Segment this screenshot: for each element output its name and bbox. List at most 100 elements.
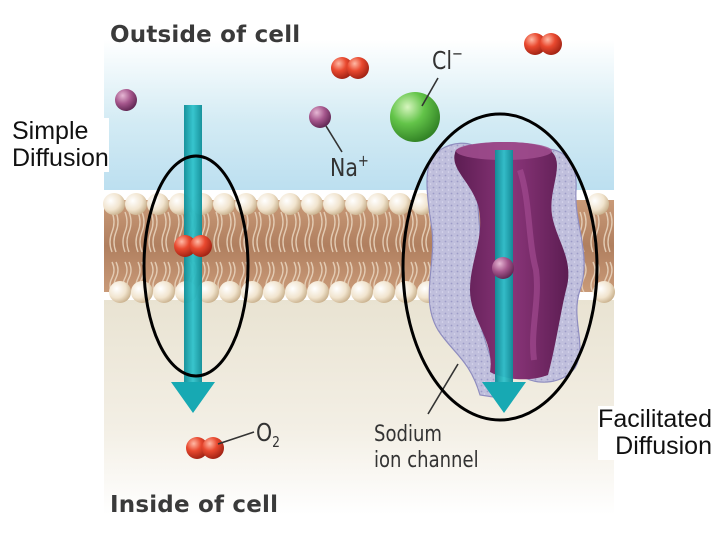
- lipid-tail: [165, 211, 171, 253]
- lipid-tail: [230, 211, 236, 253]
- lipid-tail: [148, 211, 154, 253]
- oxygen-molecule-icon: [524, 33, 546, 55]
- sodium-label: Na+: [330, 151, 369, 184]
- lipid-tail: [265, 211, 271, 253]
- lipid-tail: [304, 211, 310, 253]
- oxygen-symbol: O: [256, 418, 273, 447]
- phospholipid-head-icon: [345, 193, 367, 215]
- phospholipid-head-icon: [279, 193, 301, 215]
- lipid-tail: [135, 211, 141, 253]
- sodium-symbol: Na: [330, 153, 358, 182]
- phospholipid-head-icon: [125, 193, 147, 215]
- lipid-tail: [174, 261, 180, 293]
- lipid-tail: [291, 211, 297, 253]
- phospholipid-head-icon: [351, 281, 373, 303]
- phospholipid-head-icon: [395, 281, 417, 303]
- phospholipid-head-icon: [587, 193, 609, 215]
- simple-label-line1: Simple: [12, 117, 89, 145]
- lipid-tail: [252, 211, 258, 253]
- oxygen-molecule-icon: [347, 57, 369, 79]
- lipid-tail: [321, 211, 327, 253]
- lipid-tail: [152, 211, 158, 253]
- channel-label: Sodium ion channel: [374, 422, 479, 474]
- channel-highlight: [517, 169, 540, 361]
- sodium-charge: +: [357, 151, 369, 170]
- lipid-tail: [334, 211, 340, 253]
- lipid-tail: [408, 211, 414, 253]
- lipid-tail: [239, 261, 245, 293]
- facilitated-label-line1: Facilitated: [598, 405, 712, 433]
- oxygen-leader: [217, 431, 255, 445]
- lipid-tail: [126, 211, 132, 253]
- phospholipid-head-icon: [153, 281, 175, 303]
- lipid-tail: [382, 211, 388, 253]
- lipid-tail: [421, 211, 427, 253]
- phospholipid-head-icon: [213, 193, 235, 215]
- lipid-tail: [256, 211, 262, 253]
- chloride-leader: [421, 77, 439, 107]
- lipid-tail: [347, 211, 353, 253]
- lipid-tail: [139, 211, 145, 253]
- phospholipid-head-icon: [323, 193, 345, 215]
- lipid-tail: [317, 211, 323, 253]
- phospholipid-head-icon: [593, 281, 615, 303]
- facilitated-diffusion-circle: [401, 112, 599, 422]
- lipid-tail: [356, 211, 362, 253]
- phospholipid-head-icon: [389, 193, 411, 215]
- lipid-tail: [343, 211, 349, 253]
- phospholipid-head-icon: [329, 281, 351, 303]
- phospholipid-head-icon: [367, 193, 389, 215]
- phospholipid-head-icon: [301, 193, 323, 215]
- chloride-label: Cl−: [432, 44, 463, 77]
- lipid-tail: [373, 211, 379, 253]
- phospholipid-head-icon: [373, 281, 395, 303]
- lipid-tail: [425, 211, 431, 253]
- lipid-tail: [161, 211, 167, 253]
- phospholipid-head-icon: [263, 281, 285, 303]
- lipid-tail: [109, 211, 115, 253]
- oxygen-molecule-icon: [331, 57, 353, 79]
- lipid-tail: [217, 211, 223, 253]
- chloride-charge: −: [452, 44, 464, 63]
- lipid-tail: [386, 211, 392, 253]
- lipid-tail: [603, 211, 609, 253]
- phospholipid-head-icon: [219, 281, 241, 303]
- lipid-tail: [113, 211, 119, 253]
- channel-label-line2: ion channel: [374, 448, 479, 473]
- simple-diffusion-circle: [142, 154, 250, 378]
- lipid-tail: [122, 211, 128, 253]
- outside-label: Outside of cell: [110, 22, 301, 48]
- oxygen-molecule-icon: [540, 33, 562, 55]
- sodium-ion-icon: [492, 257, 514, 279]
- simple-label-line2: Diffusion: [12, 144, 109, 172]
- channel-label-line1: Sodium: [374, 422, 442, 447]
- lipid-tail: [360, 211, 366, 253]
- inside-label: Inside of cell: [110, 492, 279, 518]
- oxygen-label: O2: [256, 418, 280, 452]
- phospholipid-head-icon: [103, 193, 125, 215]
- lipid-tail: [399, 211, 405, 253]
- lipid-tail: [412, 211, 418, 253]
- lipid-tail: [269, 211, 275, 253]
- chloride-symbol: Cl: [432, 46, 453, 75]
- oxygen-molecule-icon: [190, 235, 212, 257]
- lipid-tail: [369, 211, 375, 253]
- phospholipid-head-icon: [197, 281, 219, 303]
- lipid-tail: [308, 211, 314, 253]
- facilitated-diffusion-label: Facilitated Diffusion: [598, 406, 712, 460]
- oxygen-molecule-icon: [186, 437, 208, 459]
- phospholipid-head-icon: [285, 281, 307, 303]
- lipid-tail: [217, 261, 223, 293]
- facilitated-label-line2: Diffusion: [615, 432, 712, 460]
- oxygen-subscript: 2: [272, 433, 280, 451]
- lipid-tail: [152, 261, 158, 293]
- chloride-ion-icon: [390, 92, 440, 142]
- lipid-tail: [282, 211, 288, 253]
- lipid-tail: [295, 211, 301, 253]
- oxygen-molecule-icon: [202, 437, 224, 459]
- phospholipid-head-icon: [131, 281, 153, 303]
- sodium-ion-icon: [115, 89, 137, 111]
- lipid-tail: [213, 211, 219, 253]
- lipid-tail: [278, 211, 284, 253]
